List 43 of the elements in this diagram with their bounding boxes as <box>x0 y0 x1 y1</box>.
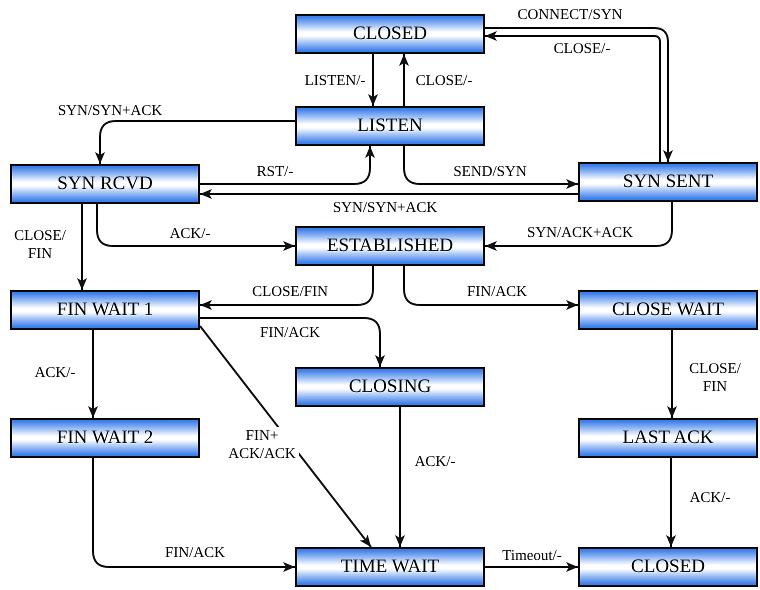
arrow <box>485 202 673 251</box>
arrow <box>92 458 295 572</box>
arrow <box>667 330 677 418</box>
state-label: SYN SENT <box>622 171 714 193</box>
arrow <box>200 189 578 199</box>
state-box <box>578 418 758 458</box>
state-box <box>10 164 200 204</box>
arrow <box>77 204 87 290</box>
state-box <box>10 418 200 458</box>
arrow <box>485 562 578 572</box>
state-label: CLOSED <box>353 23 427 45</box>
state-label: FIN WAIT 1 <box>56 299 154 321</box>
arrow <box>395 407 405 547</box>
arrow <box>403 266 578 310</box>
state-box <box>578 547 758 587</box>
state-label: FIN WAIT 2 <box>56 427 154 449</box>
state-box <box>295 226 485 266</box>
state-box <box>295 547 485 587</box>
state-label: LISTEN <box>357 115 423 137</box>
state-box <box>578 162 758 202</box>
arrow <box>200 317 385 367</box>
state-box <box>10 290 200 330</box>
arrow <box>96 204 295 251</box>
arrow <box>88 330 98 418</box>
state-label: LAST ACK <box>622 427 714 449</box>
arrow <box>95 120 295 164</box>
arrow <box>200 146 375 185</box>
arrow <box>666 458 676 547</box>
state-label: TIME WAIT <box>340 556 440 578</box>
state-label: CLOSE WAIT <box>612 299 724 321</box>
state-label: CLOSING <box>348 376 432 398</box>
state-label: CLOSED <box>631 556 705 578</box>
state-box <box>295 106 485 146</box>
arrow <box>199 325 372 548</box>
state-label: ESTABLISHED <box>326 235 454 257</box>
state-box <box>578 290 758 330</box>
arrow <box>200 266 374 310</box>
state-box <box>295 14 485 54</box>
state-label: SYN RCVD <box>57 173 153 195</box>
state-box <box>295 367 485 407</box>
arrow <box>368 54 378 106</box>
arrow <box>399 54 409 106</box>
arrow <box>403 146 578 189</box>
